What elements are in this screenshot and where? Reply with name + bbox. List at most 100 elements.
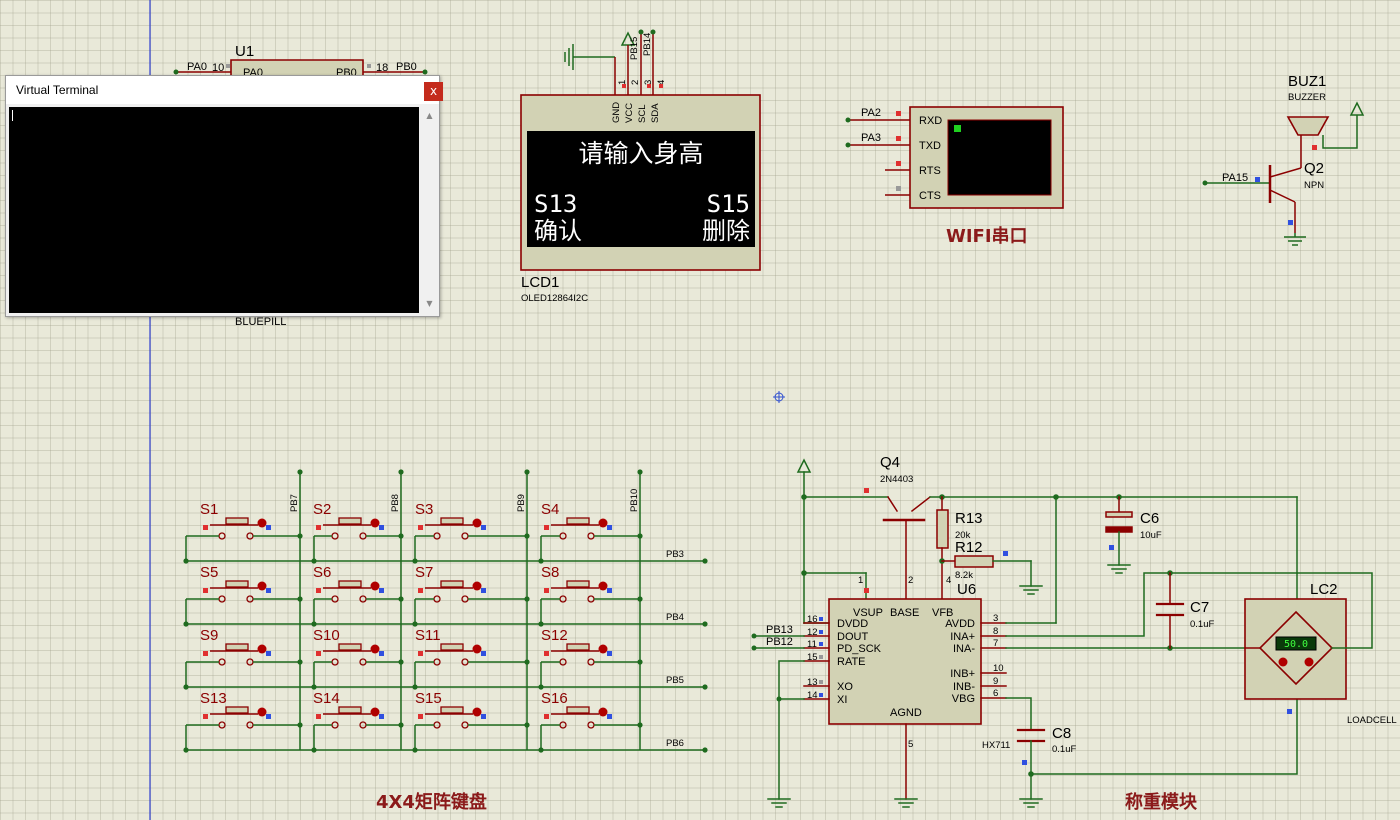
terminal-title: Virtual Terminal (16, 83, 99, 97)
mcu-pin-num: 18 (376, 62, 388, 74)
u6-right-pin-num: 8 (993, 626, 998, 637)
u6-right-pin-name: INB+ (950, 668, 975, 680)
lc2-reading: 50.0 (1284, 639, 1308, 650)
u6-right-pin-name: VBG (952, 693, 975, 705)
keypad-switch[interactable]: S5 (183, 564, 303, 627)
lc2-ref: LC2 (1310, 581, 1338, 598)
switch-label: S3 (415, 501, 433, 518)
keypad-switch[interactable]: S16 (538, 690, 643, 753)
u6-left-pin-num: 11 (807, 639, 817, 650)
close-icon[interactable]: x (424, 82, 443, 101)
r13-ref: R13 (955, 510, 983, 527)
q4-part: 2N4403 (880, 474, 913, 485)
switch-label: S13 (200, 690, 227, 707)
terminal-output[interactable] (9, 107, 419, 313)
oled-line1: 请输入身高 (578, 139, 703, 168)
u6-left-pin-name: XO (837, 681, 853, 693)
keypad-switch[interactable]: S9 (183, 627, 303, 690)
wifi-pin: RTS (919, 165, 941, 177)
scroll-up-icon[interactable]: ▲ (426, 111, 433, 120)
terminal-titlebar[interactable]: Virtual Terminal x (6, 76, 443, 104)
u6-left-pin-num: 15 (807, 652, 818, 663)
keypad-col-net: PB9 (516, 494, 527, 512)
c6-value: 10uF (1140, 530, 1162, 541)
keypad-switch[interactable]: S13 (183, 690, 303, 753)
keypad-switch[interactable]: S12 (538, 627, 643, 690)
wifi-caption: WIFI串口 (946, 226, 1028, 247)
keypad-switch[interactable]: S14 (311, 690, 404, 753)
u6-left-pin-num: 16 (807, 614, 818, 625)
keypad-switch[interactable]: S11 (412, 627, 530, 690)
terminal-scrollbar[interactable]: ▲ ▼ (421, 107, 438, 313)
ground-icon (767, 798, 791, 808)
switch-label: S8 (541, 564, 559, 581)
mcu-ref: U1 (235, 43, 254, 60)
u6-top-pin-num: 1 (858, 575, 863, 586)
u6-top-pin-num: 4 (946, 575, 951, 586)
keypad-switch[interactable]: S15 (412, 690, 530, 753)
lcd-part: OLED12864I2C (521, 293, 588, 304)
oled-right-key: S15 (707, 190, 750, 218)
u6-left-pin-num: 13 (807, 677, 818, 688)
keypad-switch[interactable]: S1 (183, 501, 303, 564)
u6-bottom-pin-name: AGND (890, 707, 922, 719)
u6-right-pin-name: INB- (953, 681, 975, 693)
wifi-serial-module[interactable]: PA2 PA3 RXD TXD RTS CTS WIFI串口 (845, 106, 1064, 247)
lcd-pin-num: 3 (643, 80, 654, 85)
keypad-caption: 4X4矩阵键盘 (376, 791, 487, 813)
weighing-module[interactable]: Q4 2N4403 R13 20k R12 8.2k C6 (751, 454, 1397, 813)
ground-icon (1284, 233, 1306, 246)
u6-right-pin-num: 10 (993, 663, 1004, 674)
text-caret (12, 110, 13, 121)
wifi-pin: TXD (919, 140, 941, 152)
u6-right-pin-name: INA+ (950, 631, 975, 643)
buzzer-part: BUZZER (1288, 92, 1326, 103)
keypad-switch[interactable]: S10 (311, 627, 404, 690)
keypad-row-net: PB3 (666, 549, 684, 560)
q2-ref: Q2 (1304, 160, 1324, 177)
scroll-down-icon[interactable]: ▼ (426, 299, 433, 308)
keypad-switch[interactable]: S8 (538, 564, 643, 627)
u6-left-pin-num: 12 (807, 627, 818, 638)
keypad-row-net: PB5 (666, 675, 684, 686)
switch-label: S14 (313, 690, 340, 707)
lcd-pin-name: GND (611, 102, 622, 123)
buzzer-circuit[interactable]: BUZ1 BUZZER PA15 Q2 NPN (1202, 73, 1365, 246)
power-arrow-icon (796, 458, 812, 473)
keypad-switch[interactable]: S3 (412, 501, 530, 564)
lcd-pin-num: 4 (656, 80, 667, 85)
r12-ref: R12 (955, 539, 983, 556)
r13-value: 20k (955, 530, 971, 541)
u6-right-pin-num: 9 (993, 676, 998, 687)
mcu-u1[interactable]: U1 PA0 10 PA0 PB0 18 PB0 BLUEPILL (173, 43, 428, 328)
keypad-switch[interactable]: S4 (538, 501, 643, 564)
u6-left-pin-name: DVDD (837, 618, 868, 630)
lc2-part: LOADCELL (1347, 715, 1397, 726)
u6-left-pin-name: RATE (837, 656, 866, 668)
lcd-net-label: PB15 (629, 37, 640, 60)
oled-lcd[interactable]: PB15 PB14 1 2 3 4 GND VCC SCL SDA 请输入身高 … (520, 29, 761, 305)
wifi-pin: CTS (919, 190, 941, 202)
wifi-net: PA2 (861, 107, 881, 119)
r12-value: 8.2k (955, 570, 973, 581)
u6-ref: U6 (957, 581, 976, 598)
keypad-switch[interactable]: S2 (311, 501, 404, 564)
u6-part: HX711 (982, 740, 1010, 751)
mcu-pin-net: PB0 (396, 61, 417, 73)
switch-label: S16 (541, 690, 568, 707)
u6-right-pin-num: 6 (993, 688, 998, 699)
virtual-terminal-window[interactable]: Virtual Terminal x ▲ ▼ (5, 75, 443, 317)
u6-top-pin-name: VSUP (853, 607, 883, 619)
keypad-switch[interactable]: S6 (311, 564, 404, 627)
keypad-switch[interactable]: S7 (412, 564, 530, 627)
ground-icon (1019, 798, 1043, 808)
buzzer-ref: BUZ1 (1288, 73, 1326, 90)
switch-label: S10 (313, 627, 340, 644)
oled-right-action: 删除 (702, 217, 750, 245)
u6-right-pin-num: 3 (993, 613, 998, 624)
switch-label: S6 (313, 564, 331, 581)
lcd-pin-name: SCL (637, 105, 648, 123)
u6-net: PB13 (766, 624, 793, 636)
u6-right-pin-name: AVDD (945, 618, 975, 630)
